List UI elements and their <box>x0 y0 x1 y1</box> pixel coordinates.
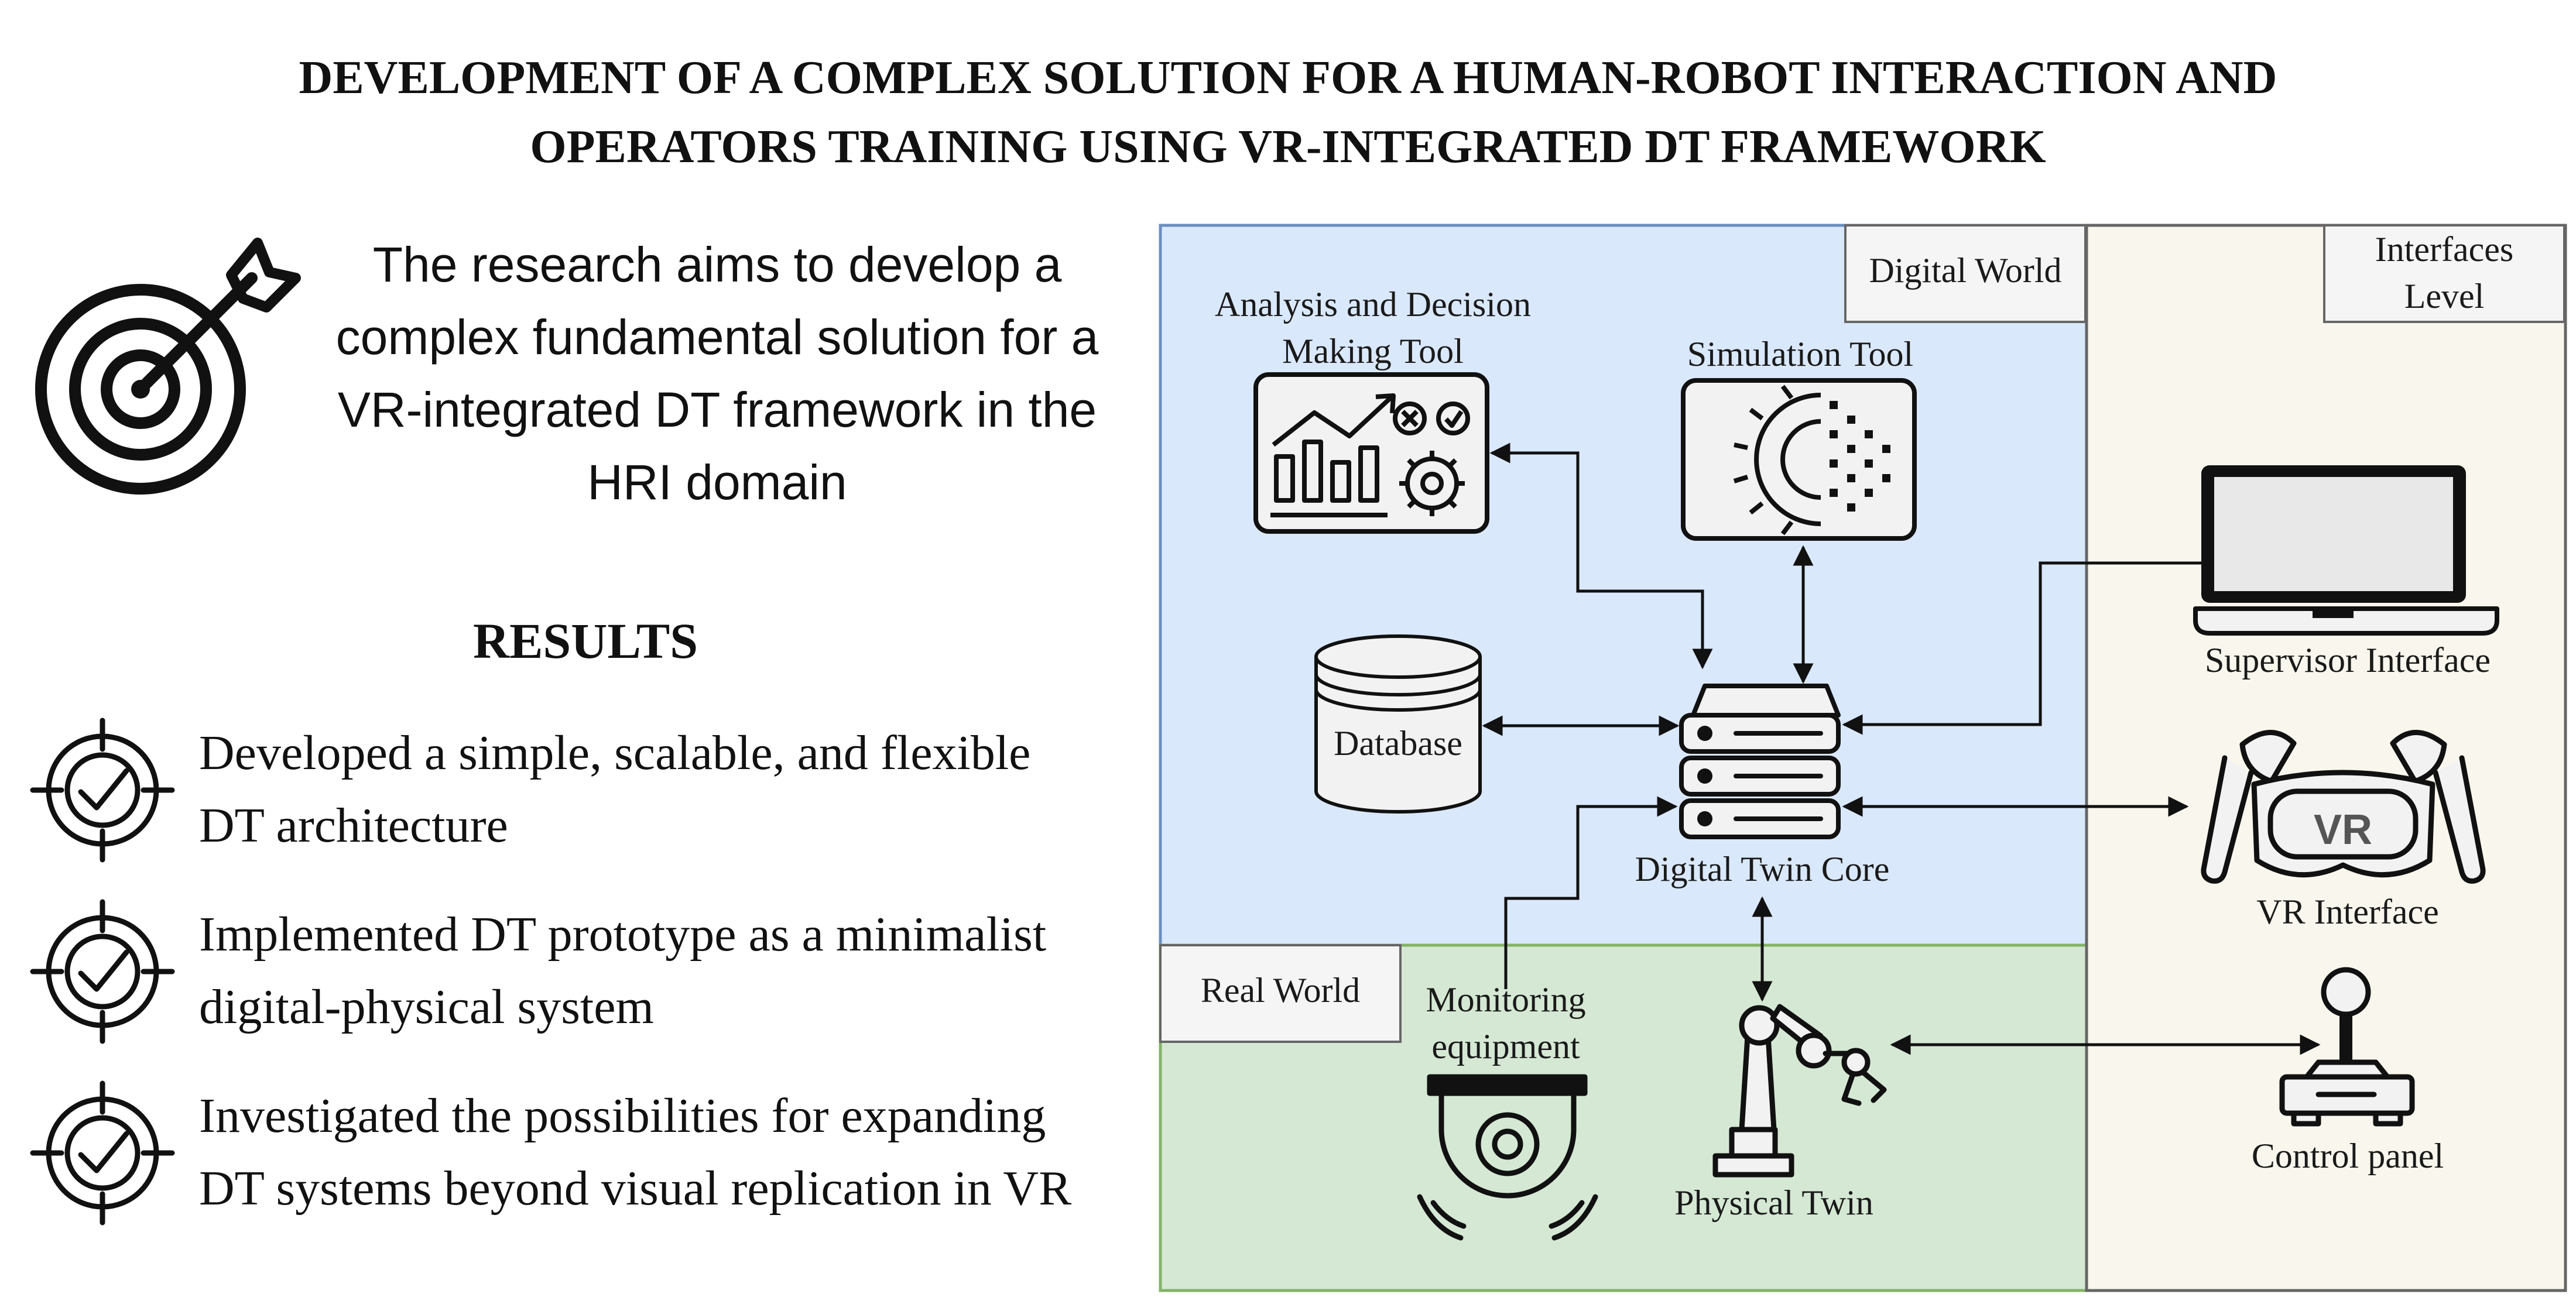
aim-line-3: VR-integrated DT framework in the <box>337 382 1097 437</box>
dome-camera-icon <box>1417 1074 1598 1241</box>
analysis-tool-label-1: Analysis and Decision <box>1215 285 1531 324</box>
monitoring-core-arrow <box>1504 796 1678 989</box>
poster-title: DEVELOPMENT OF A COMPLEX SOLUTION FOR A … <box>0 43 2576 181</box>
title-line-2: OPERATORS TRAINING USING VR-INTEGRATED D… <box>530 121 2046 173</box>
control-panel-label: Control panel <box>2252 1137 2444 1175</box>
real-world-tag <box>1159 944 1402 1043</box>
monitoring-label-1: Monitoring <box>1426 980 1585 1019</box>
aim-line-4: HRI domain <box>587 455 847 510</box>
analytics-dashboard-icon <box>1253 372 1489 534</box>
robot-arm-icon <box>1712 1004 1887 1178</box>
result-line: DT systems beyond visual replication in … <box>199 1161 1072 1216</box>
vr-badge-label: VR <box>2314 806 2372 853</box>
result-line: Investigated the possibilities for expan… <box>199 1089 1046 1143</box>
gear-circuit-icon <box>1681 378 1917 541</box>
result-text: Investigated the possibilities for expan… <box>199 1080 1171 1225</box>
aim-line-1: The research aims to develop a <box>372 237 1062 292</box>
result-item: Developed a simple, scalable, and flexib… <box>29 717 1171 869</box>
vr-interface-label: VR Interface <box>2256 893 2438 931</box>
database-label: Database <box>1334 724 1462 763</box>
interfaces-label-line-1: Interfaces <box>2375 230 2513 269</box>
result-text: Developed a simple, scalable, and flexib… <box>199 717 1171 862</box>
monitoring-label-2: equipment <box>1431 1027 1580 1066</box>
result-item: Implemented DT prototype as a minimalist… <box>29 898 1171 1051</box>
target-check-icon <box>30 1080 175 1226</box>
server-icon <box>1679 684 1841 839</box>
title-line-1: DEVELOPMENT OF A COMPLEX SOLUTION FOR A … <box>299 52 2277 104</box>
supervisor-interface-label: Supervisor Interface <box>2205 641 2491 679</box>
aim-line-2: complex fundamental solution for a <box>335 310 1099 365</box>
result-line: digital-physical system <box>199 980 654 1034</box>
real-world-label: Real World <box>1201 971 1360 1010</box>
physical-twin-label: Physical Twin <box>1674 1183 1873 1222</box>
core-supervisor-arrow <box>1842 552 2233 735</box>
interfaces-level-tag <box>2323 224 2565 323</box>
target-arrow-icon <box>35 238 301 495</box>
interfaces-label-line-2: Level <box>2404 277 2485 315</box>
digital-world-tag <box>1844 224 2087 323</box>
joystick-icon <box>2279 967 2415 1127</box>
result-text: Implemented DT prototype as a minimalist… <box>199 898 1171 1044</box>
simulation-tool-label: Simulation Tool <box>1687 335 1913 373</box>
database-icon <box>1314 634 1482 814</box>
result-item: Investigated the possibilities for expan… <box>29 1080 1171 1232</box>
target-check-icon <box>30 718 175 863</box>
digital-world-label: Digital World <box>1869 251 2061 290</box>
laptop-icon <box>2193 465 2499 636</box>
results-heading: RESULTS <box>472 613 698 669</box>
core-label: Digital Twin Core <box>1635 850 1890 888</box>
result-line: Implemented DT prototype as a minimalist <box>199 907 1047 962</box>
result-line: Developed a simple, scalable, and flexib… <box>199 726 1031 780</box>
aim-statement: The research aims to develop a complex f… <box>293 228 1142 519</box>
analysis-core-arrow <box>1489 442 1713 670</box>
target-check-icon <box>30 899 175 1044</box>
result-line: DT architecture <box>199 798 508 853</box>
connectors <box>1482 442 2321 1055</box>
vr-headset-icon <box>2201 730 2486 884</box>
analysis-tool-label-2: Making Tool <box>1282 332 1464 370</box>
interfaces-level-region <box>2085 224 2567 1292</box>
